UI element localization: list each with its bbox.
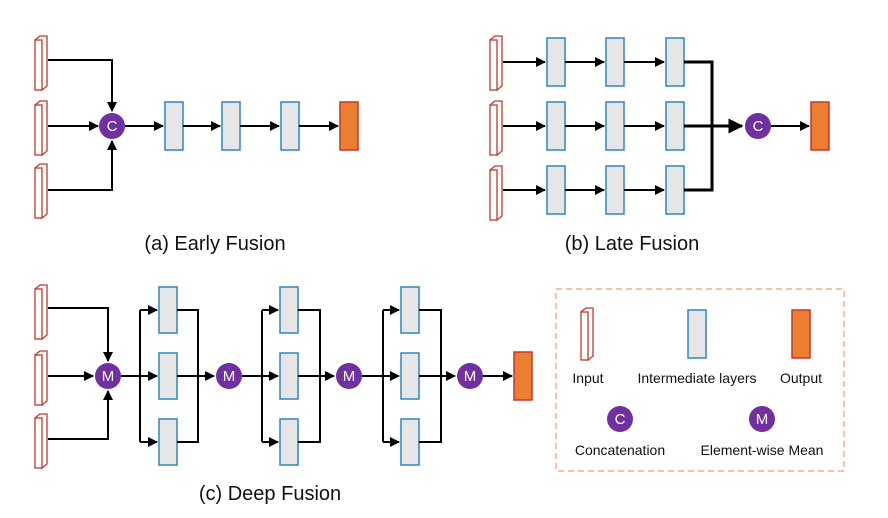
intermediate-layer <box>400 286 420 334</box>
late-fusion-panel: C (b) Late Fusion <box>489 35 830 255</box>
input-block <box>34 350 48 407</box>
arrow <box>48 390 113 440</box>
svg-text:C: C <box>107 118 118 135</box>
intermediate-layer <box>280 101 300 151</box>
intermediate-layer <box>546 101 566 151</box>
input-block <box>34 100 48 157</box>
input-block <box>489 35 503 92</box>
intermediate-layer <box>158 286 178 334</box>
deep-fusion-panel: M M M <box>34 284 533 505</box>
intermediate-layer <box>546 165 566 215</box>
deep-fusion-caption: (c) Deep Fusion <box>199 483 341 505</box>
intermediate-layer <box>400 418 420 466</box>
input-block <box>34 284 48 341</box>
intermediate-layer <box>279 286 299 334</box>
intermediate-layer <box>665 165 685 215</box>
legend-layer-icon <box>687 309 707 359</box>
mean-node: M <box>95 363 121 389</box>
input-block <box>489 165 503 222</box>
intermediate-layer <box>605 37 625 87</box>
intermediate-layer <box>605 165 625 215</box>
legend-concat-icon: C <box>607 406 633 432</box>
intermediate-layer <box>279 418 299 466</box>
arrow <box>48 59 117 112</box>
output-block <box>339 101 359 151</box>
mean-node: M <box>336 363 362 389</box>
input-block <box>34 413 48 470</box>
legend-output-icon <box>791 309 811 359</box>
svg-text:M: M <box>756 411 769 428</box>
legend-input-icon <box>580 307 594 362</box>
concatenation-node: C <box>99 113 125 139</box>
legend: Input Intermediate layers Output C M Con… <box>555 288 845 472</box>
legend-output-label: Output <box>780 370 822 386</box>
mean-node: M <box>216 363 242 389</box>
arrow <box>48 307 113 362</box>
early-fusion-caption: (a) Early Fusion <box>144 233 285 255</box>
legend-mean-label: Element-wise Mean <box>701 442 824 458</box>
svg-text:C: C <box>615 411 626 428</box>
intermediate-layer <box>665 101 685 151</box>
legend-intermediate-label: Intermediate layers <box>637 370 756 386</box>
concatenation-node: C <box>745 113 771 139</box>
intermediate-layer <box>665 37 685 87</box>
legend-input-label: Input <box>572 370 603 386</box>
arrow <box>48 140 117 191</box>
legend-mean-icon: M <box>749 406 775 432</box>
mean-node: M <box>457 363 483 389</box>
output-block <box>513 351 533 401</box>
intermediate-layer <box>158 418 178 466</box>
intermediate-layer <box>400 352 420 400</box>
input-block <box>34 35 48 92</box>
early-fusion-panel: C (a) Early Fusion <box>34 35 359 255</box>
intermediate-layer <box>546 37 566 87</box>
svg-text:M: M <box>464 368 477 385</box>
intermediate-layer <box>279 352 299 400</box>
svg-text:M: M <box>343 368 356 385</box>
input-block <box>489 100 503 157</box>
legend-concat-label: Concatenation <box>575 442 665 458</box>
input-block <box>34 163 48 220</box>
late-fusion-caption: (b) Late Fusion <box>565 233 700 255</box>
intermediate-layer <box>221 101 241 151</box>
legend-border <box>555 288 845 472</box>
output-block <box>810 101 830 151</box>
svg-text:M: M <box>102 368 115 385</box>
svg-text:C: C <box>753 118 764 135</box>
intermediate-layer <box>158 352 178 400</box>
intermediate-layer <box>164 101 184 151</box>
intermediate-layer <box>605 101 625 151</box>
svg-text:M: M <box>223 368 236 385</box>
